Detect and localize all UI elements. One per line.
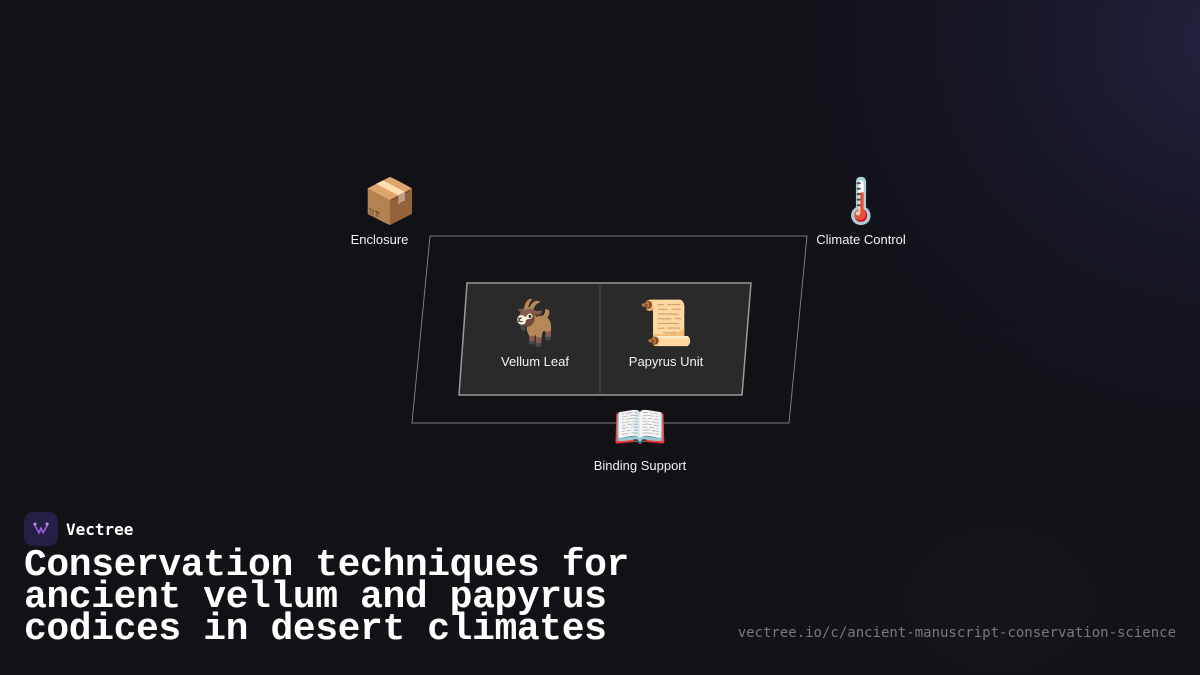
node-papyrus-unit: 📜 Papyrus Unit [586,298,746,370]
node-vellum-leaf: 🐐 Vellum Leaf [455,298,615,370]
node-binding-support: 📖 Binding Support [560,402,720,474]
node-climate-control: 🌡️ Climate Control [781,176,941,248]
node-enclosure: 📦 Enclosure [310,176,470,248]
package-icon: 📦 [362,176,418,227]
node-label: Vellum Leaf [501,354,569,369]
node-label: Climate Control [816,232,906,247]
scroll-icon: 📜 [638,298,694,349]
thermometer-icon: 🌡️ [833,176,889,227]
goat-icon: 🐐 [507,298,563,349]
vectree-logo-icon [24,512,58,546]
brand-name: Vectree [66,519,134,539]
inner-panel [458,282,752,396]
brand: Vectree [24,512,133,546]
node-label: Enclosure [350,232,409,247]
node-label: Binding Support [593,458,687,473]
page-url[interactable]: vectree.io/c/ancient-manuscript-conserva… [737,625,1176,641]
page-title: Conservation techniques for ancient vell… [24,544,629,651]
enclosure-outline [411,235,808,424]
open-book-icon: 📖 [612,402,668,453]
node-label: Papyrus Unit [628,354,704,369]
